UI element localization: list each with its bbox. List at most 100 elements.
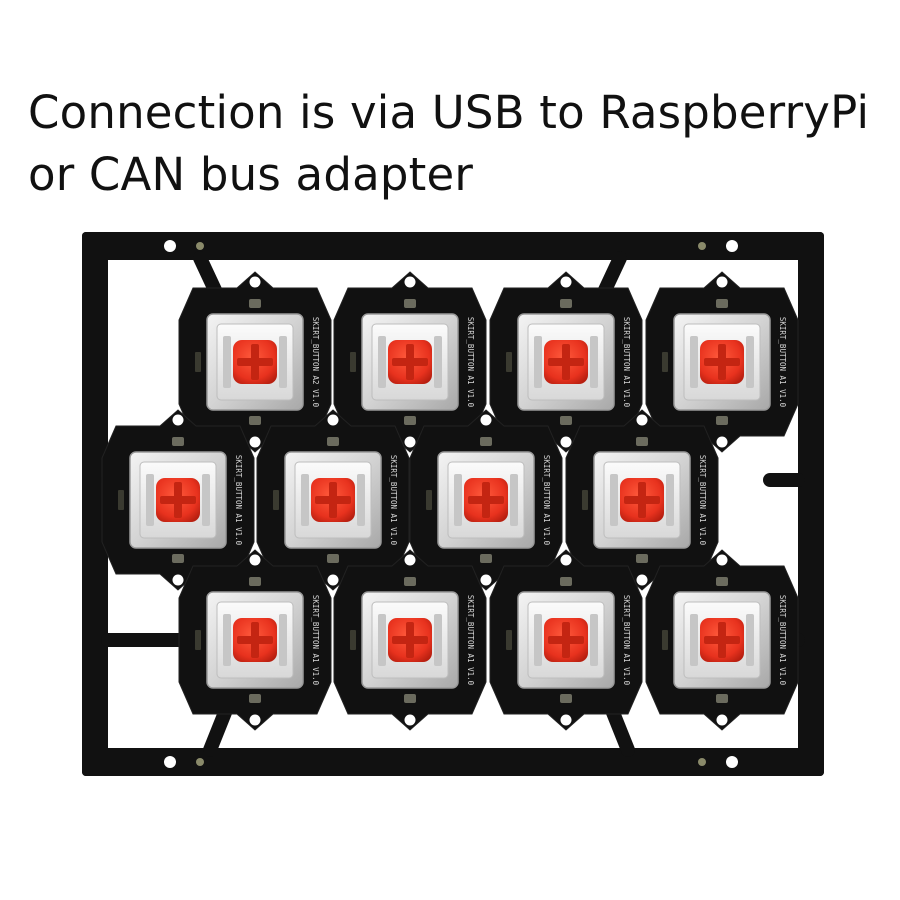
board-hole xyxy=(404,554,416,566)
board-hole xyxy=(172,574,184,586)
board-pads xyxy=(118,490,124,510)
frame-fiducial xyxy=(196,242,204,250)
stem-cross xyxy=(468,496,504,504)
caption: Connection is via USB to RaspberryPi or … xyxy=(28,82,888,206)
button-board: SKIRT_BUTTON A1 V1.0 xyxy=(256,409,410,591)
led xyxy=(560,577,572,586)
board-pads xyxy=(506,352,512,372)
switch-rail xyxy=(746,336,754,388)
button-board: SKIRT_BUTTON A1 V1.0 xyxy=(645,271,799,453)
board-hole xyxy=(716,554,728,566)
frame-mounting-hole xyxy=(164,756,176,768)
switch-rail xyxy=(301,474,309,526)
board-hole xyxy=(327,574,339,586)
stem-cross xyxy=(392,636,428,644)
led xyxy=(404,416,416,425)
board-pads xyxy=(350,630,356,650)
silkscreen-label: SKIRT_BUTTON A1 V1.0 xyxy=(698,455,707,546)
board-pads xyxy=(662,630,668,650)
board-pads xyxy=(195,352,201,372)
button-board: SKIRT_BUTTON A1 V1.0 xyxy=(645,549,799,731)
board-hole xyxy=(716,436,728,448)
switch-rail xyxy=(454,474,462,526)
switch-rail xyxy=(378,614,386,666)
switch-rail xyxy=(690,614,698,666)
board-pads xyxy=(426,490,432,510)
led xyxy=(480,554,492,563)
board-hole xyxy=(404,436,416,448)
led xyxy=(404,577,416,586)
led xyxy=(636,554,648,563)
switch-rail xyxy=(746,614,754,666)
board-pads xyxy=(662,352,668,372)
frame-mounting-hole xyxy=(164,240,176,252)
caption-line-2: or CAN bus adapter xyxy=(28,148,474,201)
stem-cross xyxy=(392,358,428,366)
board-hole xyxy=(172,414,184,426)
silkscreen-label: SKIRT_BUTTON A2 V1.0 xyxy=(311,317,320,408)
board-hole xyxy=(716,276,728,288)
board-hole xyxy=(249,714,261,726)
stem-cross xyxy=(237,358,273,366)
switch-rail xyxy=(279,614,287,666)
board-pads xyxy=(582,490,588,510)
board-hole xyxy=(560,714,572,726)
stem-cross xyxy=(704,358,740,366)
led xyxy=(249,577,261,586)
switch-rail xyxy=(202,474,210,526)
frame-right-rail xyxy=(798,232,824,776)
frame-fiducial xyxy=(698,242,706,250)
led xyxy=(716,577,728,586)
silkscreen-label: SKIRT_BUTTON A1 V1.0 xyxy=(778,317,787,408)
led xyxy=(560,416,572,425)
stem-cross xyxy=(548,358,584,366)
button-board: SKIRT_BUTTON A2 V1.0 xyxy=(178,271,332,453)
switch-rail xyxy=(357,474,365,526)
led xyxy=(480,437,492,446)
led xyxy=(716,694,728,703)
board-hole xyxy=(249,554,261,566)
led xyxy=(636,437,648,446)
board-hole xyxy=(560,436,572,448)
board-hole xyxy=(716,714,728,726)
stem-cross xyxy=(548,636,584,644)
board-hole xyxy=(636,574,648,586)
led xyxy=(249,416,261,425)
silkscreen-label: SKIRT_BUTTON A1 V1.0 xyxy=(542,455,551,546)
switch-rail xyxy=(279,336,287,388)
switch-rail xyxy=(590,614,598,666)
board-hole xyxy=(560,276,572,288)
led xyxy=(327,554,339,563)
frame-mounting-hole xyxy=(726,240,738,252)
board-hole xyxy=(560,554,572,566)
button-board: SKIRT_BUTTON A1 V1.0 xyxy=(565,409,719,591)
switch-rail xyxy=(434,336,442,388)
led xyxy=(249,299,261,308)
silkscreen-label: SKIRT_BUTTON A1 V1.0 xyxy=(622,595,631,686)
silkscreen-label: SKIRT_BUTTON A1 V1.0 xyxy=(234,455,243,546)
silkscreen-label: SKIRT_BUTTON A1 V1.0 xyxy=(622,317,631,408)
board-hole xyxy=(636,414,648,426)
caption-line-1: Connection is via USB to RaspberryPi xyxy=(28,86,870,139)
button-board: SKIRT_BUTTON A1 V1.0 xyxy=(409,409,563,591)
stem-cross xyxy=(160,496,196,504)
silkscreen-label: SKIRT_BUTTON A1 V1.0 xyxy=(466,317,475,408)
switch-rail xyxy=(534,336,542,388)
button-board: SKIRT_BUTTON A1 V1.0 xyxy=(489,271,643,453)
switch-rail xyxy=(690,336,698,388)
board-hole xyxy=(327,414,339,426)
board-hole xyxy=(249,436,261,448)
stem-cross xyxy=(704,636,740,644)
switch-rail xyxy=(223,614,231,666)
board-pads xyxy=(350,352,356,372)
led xyxy=(716,299,728,308)
switch-rail xyxy=(666,474,674,526)
board-pads xyxy=(273,490,279,510)
led xyxy=(404,299,416,308)
button-board: SKIRT_BUTTON A1 V1.0 xyxy=(489,549,643,731)
switch-rail xyxy=(510,474,518,526)
led xyxy=(716,416,728,425)
silkscreen-label: SKIRT_BUTTON A1 V1.0 xyxy=(466,595,475,686)
led xyxy=(327,437,339,446)
